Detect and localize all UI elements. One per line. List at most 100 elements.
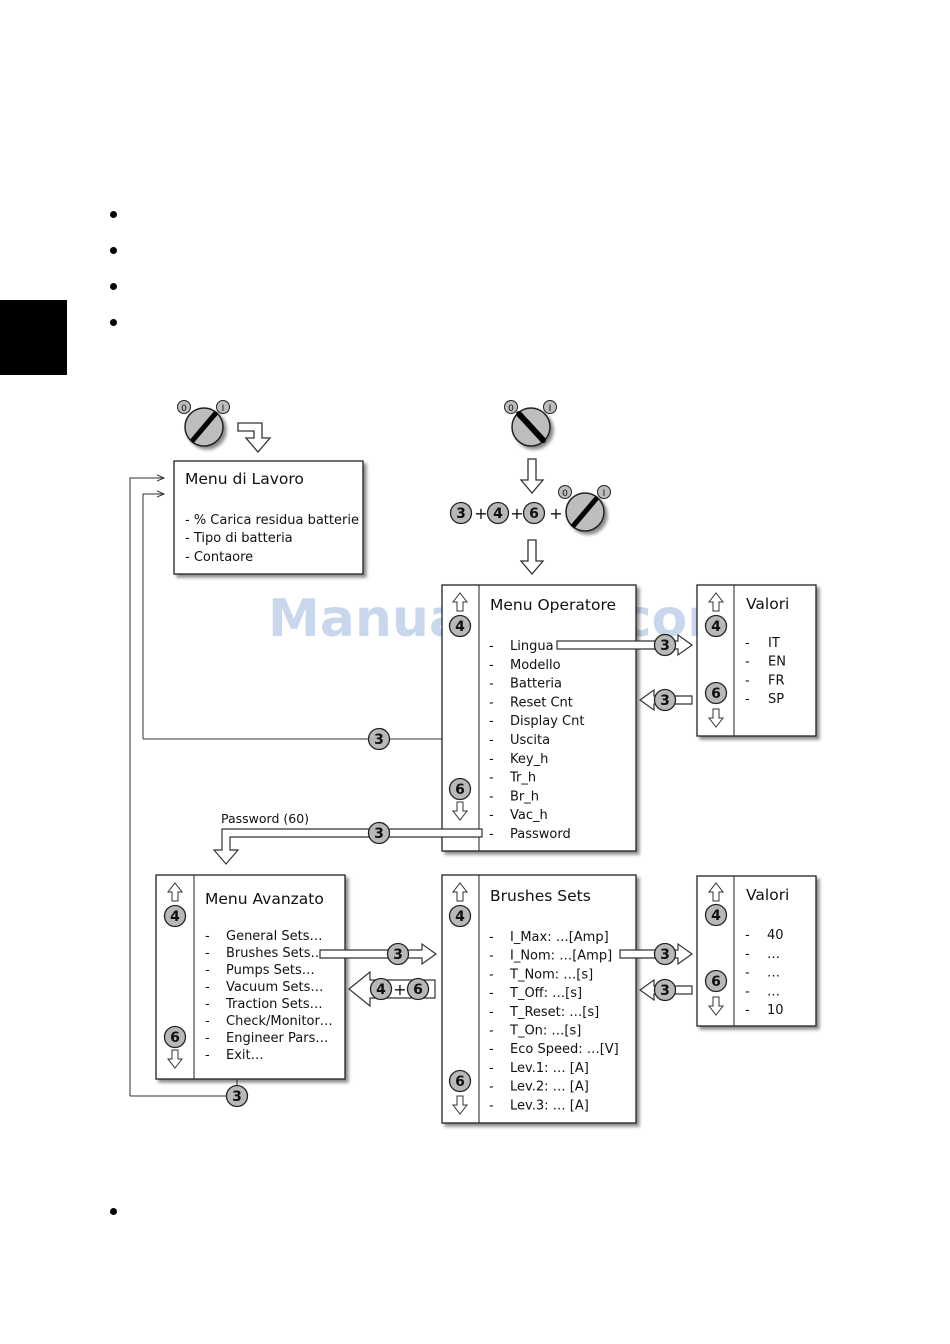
list-item: 40 bbox=[767, 928, 784, 943]
button-6: 6 bbox=[704, 969, 728, 993]
return-line bbox=[142, 494, 164, 739]
button-3: 3 bbox=[653, 942, 677, 966]
svg-text:3: 3 bbox=[232, 1089, 242, 1105]
list-item: EN bbox=[768, 655, 786, 670]
svg-text:6: 6 bbox=[455, 1074, 465, 1090]
svg-text:6: 6 bbox=[170, 1030, 180, 1046]
bullet bbox=[110, 247, 117, 254]
list-bullet-dash: - bbox=[745, 673, 750, 688]
list-item: FR bbox=[768, 673, 785, 688]
list-bullet-dash: - bbox=[489, 733, 494, 748]
svg-text:+: + bbox=[549, 504, 562, 523]
svg-text:4: 4 bbox=[376, 982, 386, 998]
list-item: I_Nom: …[Amp] bbox=[510, 949, 612, 964]
svg-text:4: 4 bbox=[455, 619, 465, 635]
button-3: 3 bbox=[653, 633, 677, 657]
list-bullet-dash: - bbox=[489, 808, 494, 823]
svg-text:6: 6 bbox=[413, 982, 423, 998]
menu-operatore-box: Menu Operatore -Lingua-Modello-Batteria-… bbox=[441, 584, 637, 852]
brushes-sets-box: Brushes Sets -I_Max: …[Amp]-I_Nom: …[Amp… bbox=[441, 874, 637, 1124]
menu-operatore-title: Menu Operatore bbox=[490, 596, 616, 614]
list-bullet-dash: - bbox=[205, 946, 210, 961]
button-6: 6 bbox=[448, 1069, 472, 1093]
button-6: 6 bbox=[163, 1025, 187, 1049]
valori-title: Valori bbox=[746, 595, 789, 613]
svg-text:0: 0 bbox=[562, 489, 568, 499]
list-item: Batteria bbox=[510, 677, 562, 692]
list-bullet-dash: - bbox=[489, 714, 494, 729]
list-bullet-dash: - bbox=[745, 947, 750, 962]
bullet bbox=[110, 211, 117, 218]
right-arrow-icon bbox=[556, 633, 694, 657]
list-item: Vacuum Sets… bbox=[226, 980, 323, 995]
down-arrow-icon bbox=[451, 801, 469, 821]
return-line bbox=[129, 478, 164, 1096]
list-bullet-dash: - bbox=[489, 1024, 494, 1039]
list-item: Br_h bbox=[510, 789, 539, 804]
list-bullet-dash: - bbox=[489, 827, 494, 842]
down-arrow-icon bbox=[519, 539, 545, 576]
list-bullet-dash: - bbox=[745, 928, 750, 943]
button-4: 4 bbox=[163, 904, 187, 928]
svg-text:3: 3 bbox=[660, 693, 670, 709]
svg-text:+: + bbox=[393, 980, 406, 999]
button-3: 3 bbox=[367, 727, 391, 751]
button-3: 3 bbox=[653, 978, 677, 1002]
svg-text:6: 6 bbox=[711, 974, 721, 990]
bullet bbox=[110, 283, 117, 290]
right-arrow-icon bbox=[319, 942, 438, 966]
key-switch-icon: 0 I bbox=[177, 400, 230, 447]
list-item: T_On: …[s] bbox=[509, 1024, 581, 1039]
button-3: 3 bbox=[653, 688, 677, 712]
list-bullet-dash: - bbox=[205, 1014, 210, 1029]
svg-text:+: + bbox=[510, 504, 523, 523]
list-bullet-dash: - bbox=[489, 1061, 494, 1076]
list-item: 10 bbox=[767, 1003, 784, 1018]
list-item: Lev.1: … [A] bbox=[510, 1061, 589, 1076]
list-bullet-dash: - bbox=[745, 984, 750, 999]
list-item: Brushes Sets… bbox=[226, 946, 324, 961]
svg-text:4: 4 bbox=[455, 909, 465, 925]
up-arrow-icon bbox=[451, 882, 469, 902]
list-item: Vac_h bbox=[510, 808, 548, 823]
button-3: 3 bbox=[367, 821, 391, 845]
list-item: Uscita bbox=[510, 733, 550, 748]
list-bullet-dash: - bbox=[205, 1031, 210, 1046]
up-arrow-icon bbox=[707, 592, 725, 612]
svg-text:- Tipo di batteria: - Tipo di batteria bbox=[185, 531, 293, 546]
list-item: IT bbox=[768, 636, 780, 651]
list-bullet-dash: - bbox=[489, 949, 494, 964]
key-switch-icon: 0 I bbox=[558, 485, 611, 532]
password-arrow-icon bbox=[212, 828, 483, 865]
list-item: Reset Cnt bbox=[510, 695, 573, 710]
brushes-sets-title: Brushes Sets bbox=[490, 887, 591, 905]
svg-text:I: I bbox=[549, 404, 552, 414]
list-item: T_Off: …[s] bbox=[509, 986, 582, 1001]
list-bullet-dash: - bbox=[489, 967, 494, 982]
list-bullet-dash: - bbox=[205, 997, 210, 1012]
svg-text:+: + bbox=[474, 504, 487, 523]
svg-text:- Contaore: - Contaore bbox=[185, 550, 253, 565]
list-bullet-dash: - bbox=[489, 1098, 494, 1113]
svg-text:4: 4 bbox=[493, 506, 503, 522]
down-arrow-icon bbox=[519, 458, 545, 495]
list-item: Pumps Sets… bbox=[226, 963, 315, 978]
list-bullet-dash: - bbox=[205, 980, 210, 995]
list-bullet-dash: - bbox=[489, 1080, 494, 1095]
list-item: Tr_h bbox=[509, 771, 536, 786]
list-bullet-dash: - bbox=[745, 692, 750, 707]
list-bullet-dash: - bbox=[745, 1003, 750, 1018]
list-bullet-dash: - bbox=[745, 655, 750, 670]
menu-avanzato-title: Menu Avanzato bbox=[205, 890, 324, 908]
svg-text:6: 6 bbox=[529, 506, 539, 522]
button-combo-4-6: 4 + 6 bbox=[369, 977, 430, 1001]
list-bullet-dash: - bbox=[489, 1005, 494, 1020]
button-combo: 3 + 4 + 6 + bbox=[449, 501, 563, 525]
down-arrow-icon bbox=[707, 708, 725, 728]
bullet bbox=[110, 1208, 117, 1215]
list-item: … bbox=[767, 966, 780, 981]
button-4: 4 bbox=[704, 903, 728, 927]
list-item: … bbox=[767, 947, 780, 962]
list-bullet-dash: - bbox=[489, 930, 494, 945]
list-item: Modello bbox=[510, 658, 561, 673]
